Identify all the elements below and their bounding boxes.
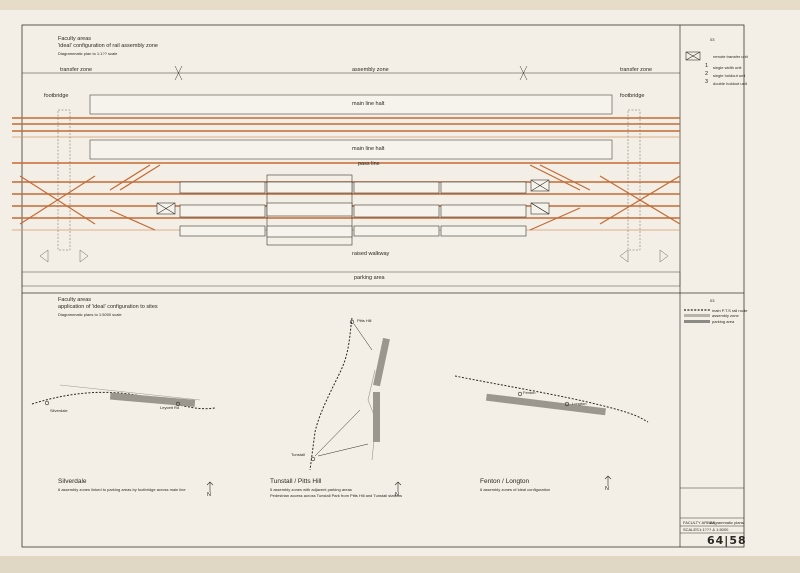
legend-top-item-1: single width unit [713, 65, 742, 70]
title-block-line1b: diagrammatic plans [709, 520, 744, 525]
tape-bottom [0, 556, 800, 573]
legend-top-markers [685, 51, 701, 61]
silverdale-plan [31, 384, 216, 410]
top-heading-line3: Diagrammatic plan to 1:1?? scale [58, 51, 118, 56]
tunstall-desc2: Pedestrian access across Tunstall Park f… [270, 493, 403, 498]
pass-line-label: pass line [358, 161, 380, 167]
main-line-halt-label-2: main line halt [352, 146, 385, 152]
title-block-line2b: 1:1??? & 1:5000 [699, 527, 729, 532]
silverdale-station-label: Silverdale [50, 408, 68, 413]
legend-bottom-item-1: assembly zone [712, 313, 739, 318]
legend-bottom-markers [684, 309, 710, 323]
fenton-station1: Fenton [523, 390, 536, 395]
fenton-desc: 6 assembly zones of ideal configuration [480, 487, 551, 492]
legend-top-item-0: remote transfer unit [713, 54, 748, 59]
north-label-1: N [207, 492, 211, 498]
silverdale-desc: 6 assembly zones linked to parking areas… [58, 487, 186, 492]
crossover-right [529, 164, 681, 231]
bottom-heading-line2: application of 'ideal' configuration to … [58, 304, 158, 310]
zone-label-left: transfer zone [60, 67, 93, 73]
legend-top-mark-1: 1 [705, 63, 709, 69]
tunstall-station-top: Pitts Hill [357, 318, 372, 323]
footbridge-left-structure [57, 109, 71, 251]
footbridge-right-structure [627, 109, 641, 251]
fenton-station2: Longton [572, 401, 587, 406]
title-block-line1a: FACULTY AREAS [683, 520, 716, 525]
legend-bottom-item-2: parking area [712, 319, 735, 324]
remote-transfer-units [156, 179, 550, 215]
legend-bottom-code: 03 [710, 298, 715, 303]
zone-label-right: transfer zone [620, 67, 653, 73]
drawing-number: 64|58 [707, 534, 747, 547]
silverdale-label2: Leycett Rd [160, 405, 180, 410]
legend-top-item-3: double holdout unit [713, 81, 747, 86]
tunstall-desc1: 5 assembly zones with adjacent parking a… [270, 487, 352, 492]
legend-bottom-item-0: main P.T.S rail route [712, 308, 748, 313]
parking-area-label: parking area [354, 275, 385, 281]
raised-walkway-label: raised walkway [352, 251, 390, 257]
tape-top [0, 0, 800, 10]
north-arrows [206, 475, 612, 492]
title-block-line2a: SCALES [683, 527, 699, 532]
top-heading-line1: Faculty areas [58, 36, 92, 42]
tunstall-plan [309, 317, 390, 471]
footbridge-arrows [39, 249, 669, 263]
tunstall-title: Tunstall / Pitts Hill [270, 478, 322, 485]
zone-label-center: assembly zone [352, 67, 389, 73]
fenton-plan [454, 375, 649, 423]
parking-area-band [21, 271, 681, 287]
footbridge-label-right: footbridge [620, 93, 645, 99]
platform-main-line-halt-1 [89, 94, 613, 115]
fenton-title: Fenton / Longton [480, 478, 530, 485]
assembly-units [179, 174, 527, 246]
top-heading-line2: 'ideal' configuration of rail assembly z… [58, 43, 158, 49]
legend-top-item-2: single holdout unit [713, 73, 746, 78]
crossover-left [19, 164, 161, 231]
footbridge-label-left: footbridge [44, 93, 69, 99]
legend-top-mark-2: 2 [705, 71, 709, 77]
north-label-3: N [605, 486, 609, 492]
tunstall-station-bottom: Tunstall [291, 452, 305, 457]
silverdale-title: Silverdale [58, 478, 87, 485]
platform-main-line-halt-2 [89, 139, 613, 160]
legend-top-mark-3: 3 [705, 79, 709, 85]
bottom-heading-line1: Faculty areas [58, 297, 92, 303]
legend-top-code: 03 [710, 37, 715, 42]
zone-dimension-line [22, 65, 680, 81]
north-label-2: N [395, 492, 399, 498]
bottom-heading-line3: Diagrammatic plans to 1:5000 scale [58, 312, 122, 317]
main-line-halt-label-1: main line halt [352, 101, 385, 107]
